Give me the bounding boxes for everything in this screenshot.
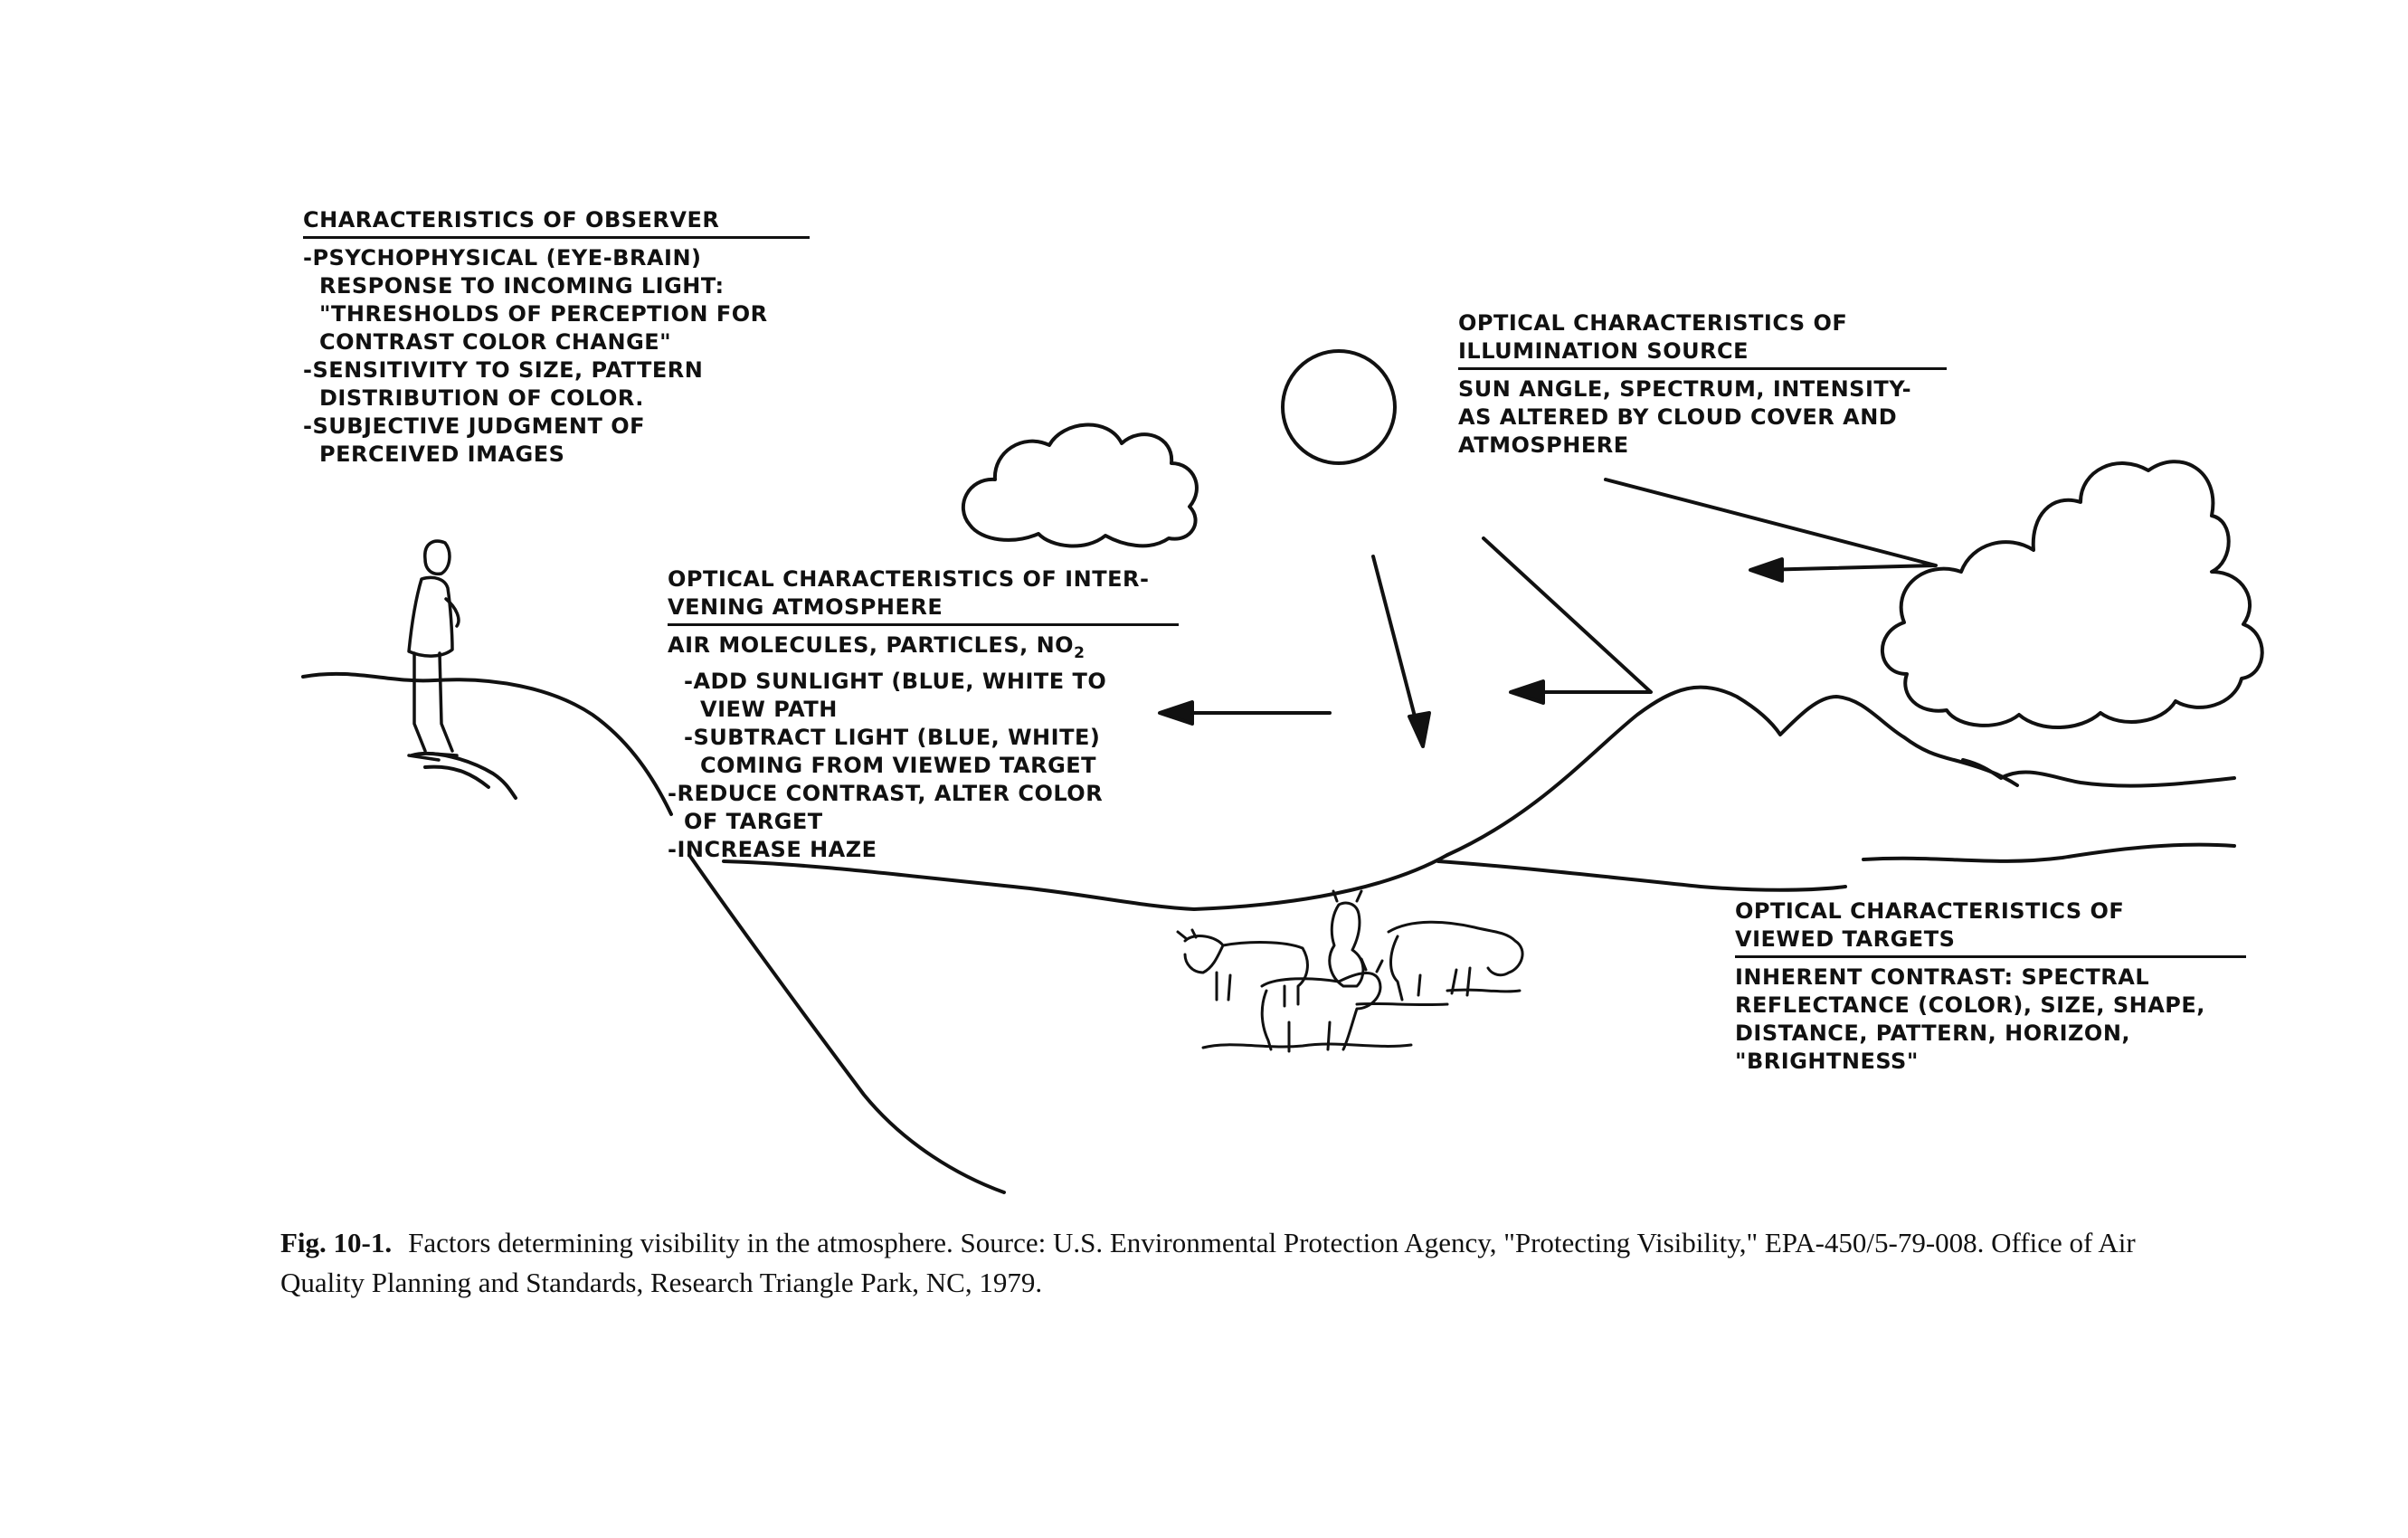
illumination-line: ATMOSPHERE [1458,432,1629,458]
illumination-characteristics: OPTICAL CHARACTERISTICS OF ILLUMINATION … [1458,309,1947,460]
atmosphere-line: -REDUCE CONTRAST, ALTER COLOR [668,780,1104,806]
figure-label: Fig. 10-1. [280,1227,393,1258]
atmosphere-heading-line1: OPTICAL CHARACTERISTICS OF INTER- [668,566,1150,592]
targets-line: REFLECTANCE (COLOR), SIZE, SHAPE, [1735,992,2205,1018]
atmosphere-characteristics: OPTICAL CHARACTERISTICS OF INTER- VENING… [668,565,1179,864]
large-cloud-icon [1880,460,2264,730]
cows-group [1176,889,1524,1053]
observer-line: -SUBJECTIVE JUDGMENT OF [303,413,646,439]
illumination-heading-line1: OPTICAL CHARACTERISTICS OF [1458,310,1848,336]
observer-line: -PSYCHOPHYSICAL (EYE-BRAIN) [303,245,702,271]
targets-heading-line2: VIEWED TARGETS [1735,926,2246,958]
observer-line: -SENSITIVITY TO SIZE, PATTERN [303,357,704,383]
valley-line [722,853,1449,911]
observer-hill [301,671,673,816]
mountain-range [1446,685,2236,857]
illumination-line: SUN ANGLE, SPECTRUM, INTENSITY- [1458,376,1912,402]
arrow-head-reflect [1509,679,1545,705]
arrow-head-atmosphere [1158,700,1194,726]
observer-heading: CHARACTERISTICS OF OBSERVER [303,206,810,239]
targets-line: DISTANCE, PATTERN, HORIZON, [1735,1021,2131,1046]
near-ridge [1436,859,1847,892]
atmosphere-line-text: AIR MOLECULES, PARTICLES, NO [668,632,1075,658]
illumination-line: AS ALTERED BY CLOUD COVER AND [1458,404,1898,430]
atmosphere-line: OF TARGET [684,808,823,834]
atmosphere-line: AIR MOLECULES, PARTICLES, NO2 [668,631,1179,668]
foreground-slope [687,853,1006,1194]
observer-line: CONTRAST COLOR CHANGE" [319,329,672,355]
figure-caption-text: Factors determining visibility in the at… [280,1227,2136,1298]
grass-tuft [410,751,517,800]
far-ridge [1862,842,2236,863]
targets-heading-line1: OPTICAL CHARACTERISTICS OF [1735,898,2125,924]
arrow-head-cloud [1749,557,1784,583]
figure-caption: Fig. 10-1.Factors determining visibility… [280,1223,2198,1303]
targets-line: "BRIGHTNESS" [1735,1049,1919,1074]
observer-figure [407,539,460,762]
atmosphere-line: -INCREASE HAZE [668,836,877,862]
atmosphere-heading-line2: VENING ATMOSPHERE [668,593,1179,626]
atmosphere-line: -ADD SUNLIGHT (BLUE, WHITE TO [684,668,1107,694]
observer-line: RESPONSE TO INCOMING LIGHT: [319,273,725,299]
observer-characteristics: CHARACTERISTICS OF OBSERVER -PSYCHOPHYSI… [303,206,810,469]
arrows [1158,478,1938,748]
observer-line: "THRESHOLDS OF PERCEPTION FOR [319,301,768,327]
targets-line: INHERENT CONTRAST: SPECTRAL [1735,964,2150,990]
small-cloud-icon [961,422,1199,548]
sun-icon [1281,349,1397,465]
observer-line: PERCEIVED IMAGES [319,441,565,467]
targets-characteristics: OPTICAL CHARACTERISTICS OF VIEWED TARGET… [1735,897,2246,1076]
atmosphere-line: COMING FROM VIEWED TARGET [700,752,1097,778]
observer-line: DISTRIBUTION OF COLOR. [319,385,644,411]
atmosphere-subscript: 2 [1074,643,1085,662]
atmosphere-line: -SUBTRACT LIGHT (BLUE, WHITE) [684,724,1101,750]
atmosphere-line: VIEW PATH [700,696,838,722]
arrow-head-ray [1408,711,1431,748]
illumination-heading-line2: ILLUMINATION SOURCE [1458,337,1947,370]
